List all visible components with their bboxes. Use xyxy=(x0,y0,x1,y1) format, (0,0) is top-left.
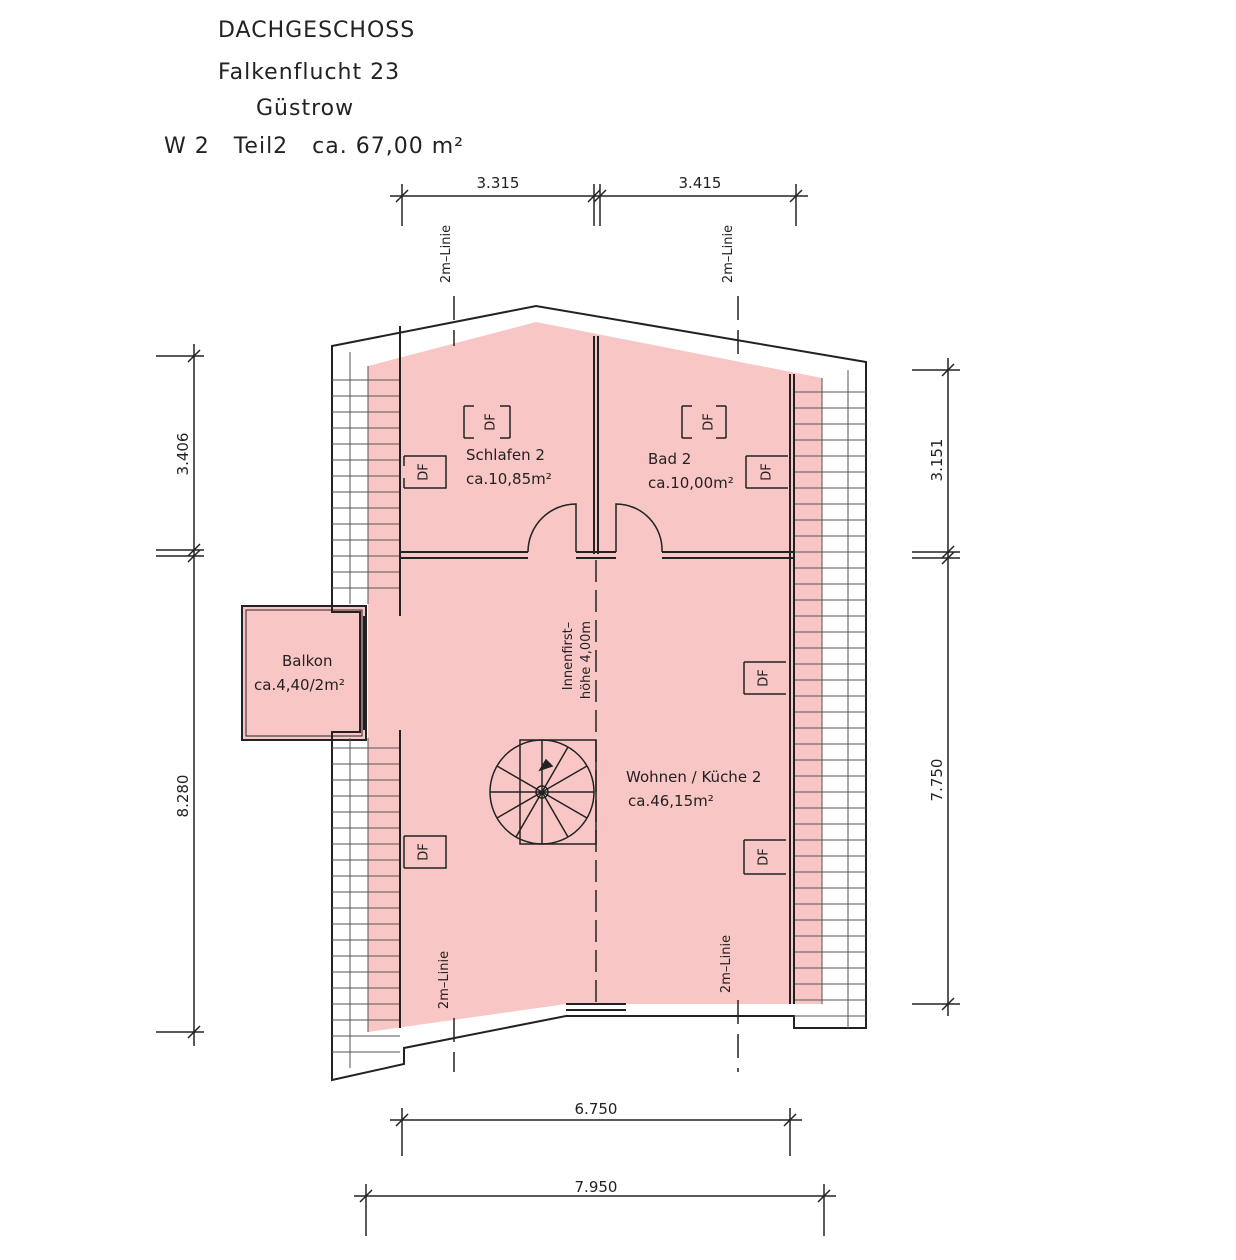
skylight-label: DF xyxy=(484,413,499,431)
skylight-label: DF xyxy=(417,843,432,861)
city-name: Güstrow xyxy=(256,96,355,121)
skylights xyxy=(403,405,788,875)
dim-left-upper: 3.406 xyxy=(174,433,192,476)
ridge-height-label-1: Innenfirst– xyxy=(561,622,576,690)
right-roof-tiles xyxy=(794,370,866,1028)
roof-outline xyxy=(331,304,867,1082)
floor-title: DACHGESCHOSS xyxy=(218,18,416,43)
skylight-label: DF xyxy=(757,848,772,866)
room-wohnen-area: ca.46,15m² xyxy=(628,792,714,810)
room-balkon-name: Balkon xyxy=(282,652,333,670)
dim-bottom-inner: 6.750 xyxy=(575,1100,618,1118)
room-bad-area: ca.10,00m² xyxy=(648,474,734,492)
dimension-lines xyxy=(156,184,960,1236)
interior-walls xyxy=(363,326,795,1028)
dim-right-upper: 3.151 xyxy=(928,439,946,482)
unit-summary: W 2 Teil2 ca. 67,00 m² xyxy=(164,134,464,159)
spiral-staircase xyxy=(489,739,597,845)
skylight-label: DF xyxy=(417,463,432,481)
dim-right-lower: 7.750 xyxy=(928,759,946,802)
two-m-line-label: 2m–Linie xyxy=(439,225,454,283)
room-balkon-area: ca.4,40/2m² xyxy=(254,676,345,694)
left-roof-tiles xyxy=(332,352,400,1068)
room-schlafen-area: ca.10,85m² xyxy=(466,470,552,488)
two-m-line-label: 2m–Linie xyxy=(719,935,734,993)
dim-left-lower: 8.280 xyxy=(174,775,192,818)
two-m-line-label: 2m–Linie xyxy=(437,951,452,1009)
room-wohnen-name: Wohnen / Küche 2 xyxy=(626,768,761,786)
door-swings xyxy=(527,503,663,553)
ridge-height-label-2: höhe 4,00m xyxy=(579,621,594,699)
skylight-label: DF xyxy=(757,669,772,687)
skylight-label: DF xyxy=(702,413,717,431)
two-m-line-label: 2m–Linie xyxy=(721,225,736,283)
street-address: Falkenflucht 23 xyxy=(218,60,401,85)
dim-top-left: 3.315 xyxy=(477,174,520,192)
balkon-outline-inner xyxy=(245,609,363,737)
skylight-label: DF xyxy=(760,463,775,481)
dim-bottom-outer: 7.950 xyxy=(575,1178,618,1196)
dim-top-right: 3.415 xyxy=(679,174,722,192)
floor-area xyxy=(368,322,822,1032)
two-m-lines xyxy=(453,296,739,1072)
room-schlafen-name: Schlafen 2 xyxy=(466,446,545,464)
balkon-area xyxy=(241,605,367,741)
room-bad-name: Bad 2 xyxy=(648,450,691,468)
